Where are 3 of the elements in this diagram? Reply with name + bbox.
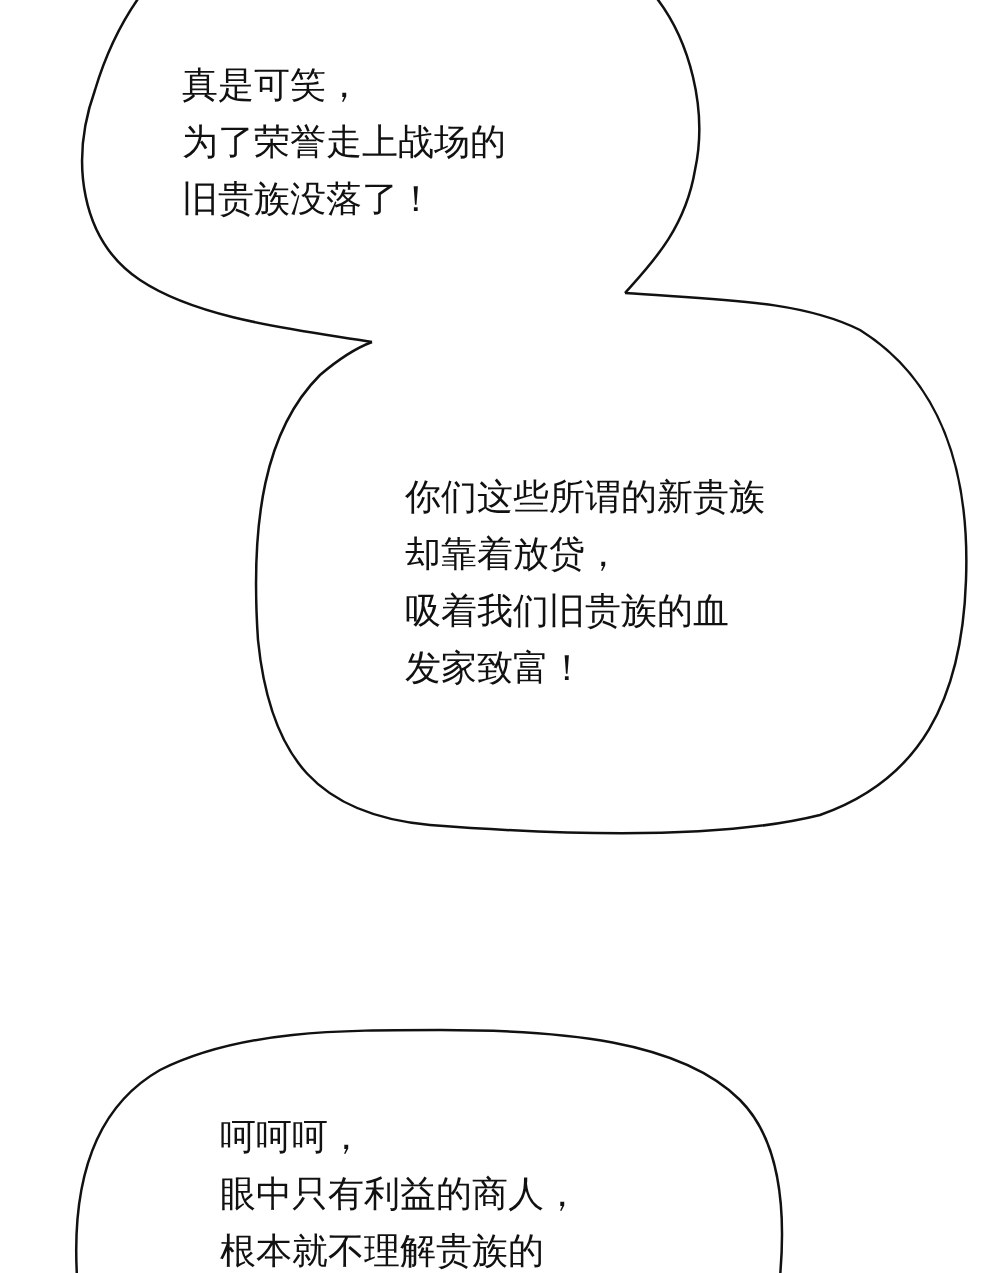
bubble-text: 你们这些所谓的新贵族却靠着放贷，吸着我们旧贵族的血发家致富！ [405,475,765,690]
bubble-text: 呵呵呵，眼中只有利益的商人，根本就不理解贵族的 [220,1115,580,1273]
bubble-text: 真是可笑，为了荣誉走上战场的旧贵族没落了！ [182,63,506,221]
